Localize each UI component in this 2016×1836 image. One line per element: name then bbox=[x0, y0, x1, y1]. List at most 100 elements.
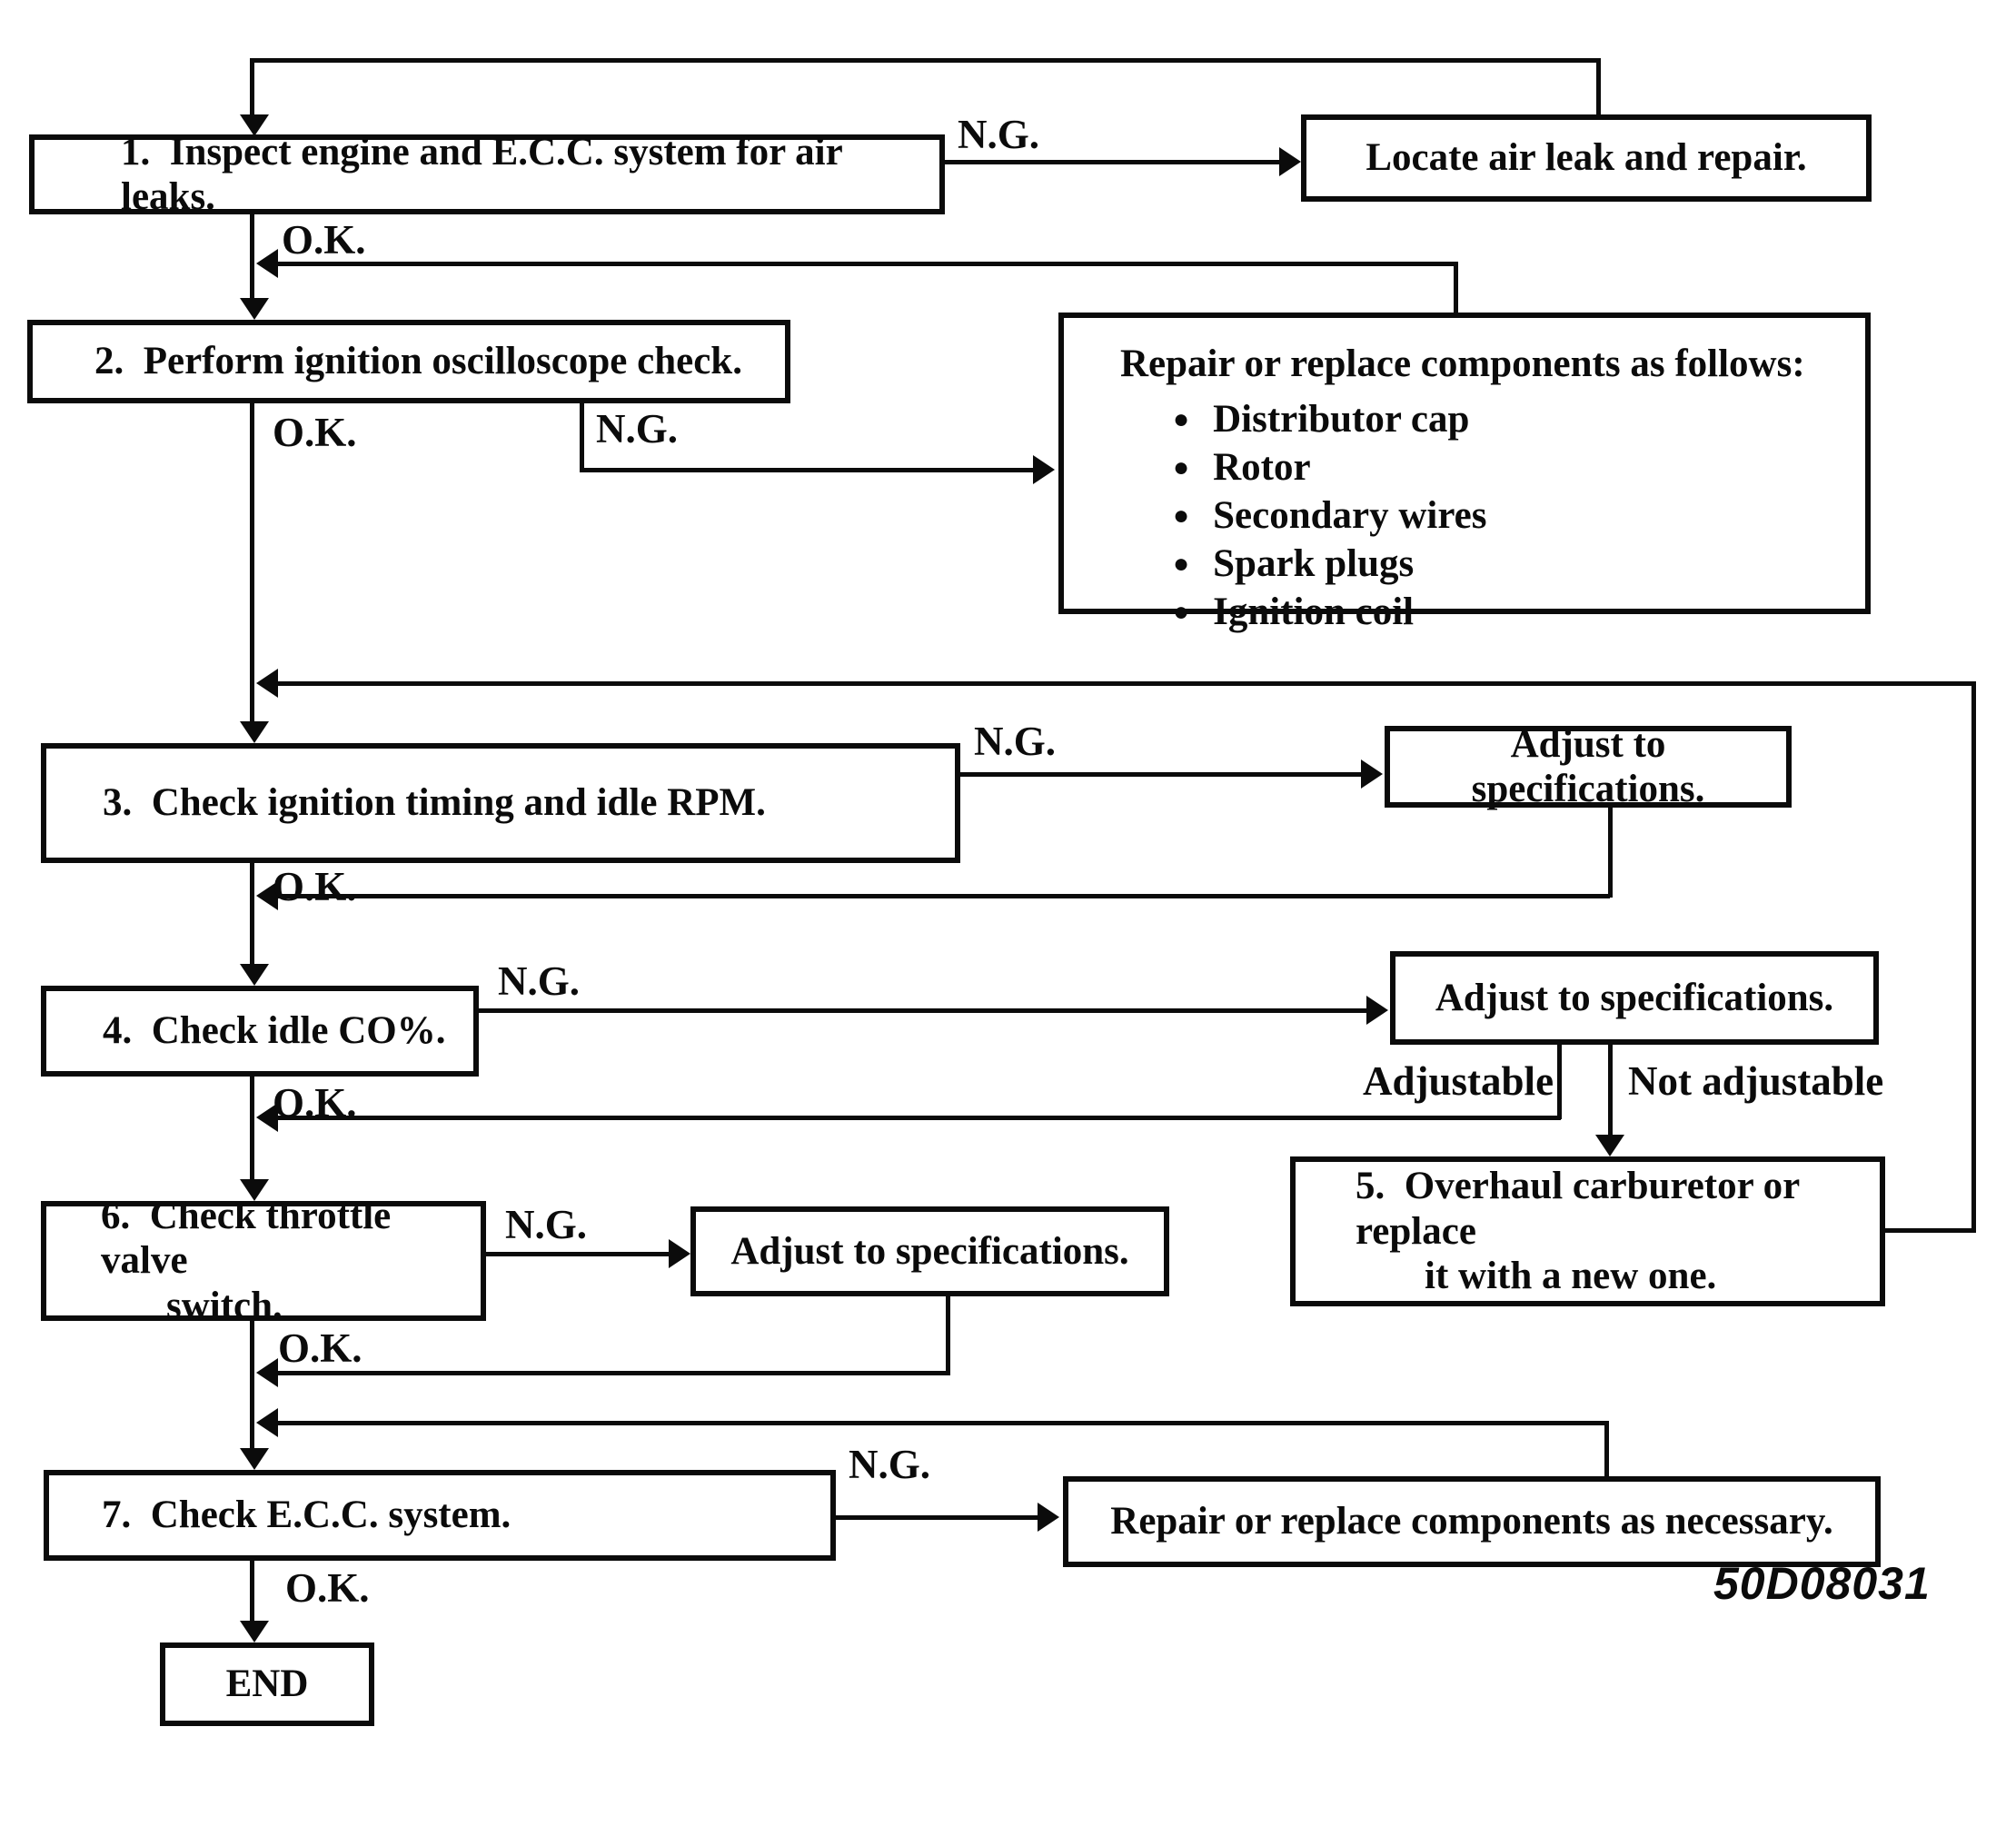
connector-line bbox=[836, 1515, 1041, 1520]
step-7-label: 7. Check E.C.C. system. bbox=[102, 1494, 511, 1537]
arrowhead-down bbox=[240, 721, 269, 743]
step-1-box: 1. Inspect engine and E.C.C. system for … bbox=[29, 131, 945, 218]
arrowhead-down bbox=[240, 964, 269, 986]
locate-air-leak-box: Locate air leak and repair. bbox=[1301, 114, 1872, 202]
bullet-icon: ● bbox=[1173, 548, 1190, 579]
adjust-spec-3-label: Adjust to specifications. bbox=[730, 1229, 1129, 1273]
arrowhead-right bbox=[1361, 759, 1383, 789]
step-6-label-line2: switch. bbox=[166, 1284, 283, 1327]
connector-line bbox=[250, 1077, 254, 1181]
connector-line bbox=[946, 1296, 950, 1375]
ok-label: O.K. bbox=[273, 410, 357, 455]
ok-label: O.K. bbox=[285, 1565, 370, 1611]
step-4-label: 4. Check idle CO%. bbox=[103, 1009, 446, 1053]
locate-air-leak-label: Locate air leak and repair. bbox=[1366, 136, 1807, 180]
repair-necessary-label: Repair or replace components as necessar… bbox=[1110, 1500, 1833, 1543]
arrowhead-down bbox=[240, 114, 269, 136]
adjust-spec-3-box: Adjust to specifications. bbox=[690, 1206, 1169, 1296]
ng-label: N.G. bbox=[958, 112, 1039, 157]
adjust-spec-2-label: Adjust to specifications. bbox=[1435, 976, 1834, 1019]
ok-label: O.K. bbox=[282, 217, 366, 263]
connector-line bbox=[250, 1321, 254, 1450]
step-5-label-line1: 5. Overhaul carburetor or replace bbox=[1356, 1165, 1810, 1253]
adjust-spec-2-box: Adjust to specifications. bbox=[1390, 951, 1879, 1045]
arrowhead-left bbox=[256, 881, 278, 910]
arrowhead-left bbox=[256, 1358, 278, 1387]
ng-label: N.G. bbox=[974, 719, 1056, 764]
not-adjustable-label: Not adjustable bbox=[1628, 1058, 1884, 1104]
connector-line bbox=[486, 1252, 670, 1256]
bullet-item: ● Ignition coil bbox=[1120, 588, 1847, 636]
connector-line bbox=[580, 468, 1034, 472]
arrowhead-right bbox=[669, 1239, 690, 1268]
connector-line bbox=[1608, 808, 1613, 898]
connector-line bbox=[263, 1371, 949, 1375]
ng-label: N.G. bbox=[596, 406, 678, 452]
connector-line bbox=[250, 58, 254, 120]
arrowhead-right bbox=[1366, 996, 1388, 1025]
step-6-box: 6. Check throttle valve switch. bbox=[41, 1195, 486, 1327]
connector-line bbox=[263, 894, 1610, 898]
arrowhead-left bbox=[256, 1103, 278, 1132]
connector-line bbox=[263, 1116, 1561, 1120]
arrowhead-right bbox=[1279, 147, 1301, 176]
arrowhead-down bbox=[240, 1179, 269, 1201]
connector-line bbox=[945, 160, 1283, 164]
bullet-label: Ignition coil bbox=[1213, 590, 1415, 634]
connector-line bbox=[1971, 681, 1976, 1233]
ng-label: N.G. bbox=[849, 1442, 930, 1487]
arrowhead-left bbox=[256, 249, 278, 278]
bullet-item: ● Secondary wires bbox=[1120, 491, 1847, 540]
end-label: END bbox=[225, 1662, 309, 1706]
arrowhead-left bbox=[256, 1408, 278, 1437]
connector-line bbox=[1885, 1228, 1975, 1233]
connector-line bbox=[1596, 58, 1601, 114]
adjust-spec-1-box: Adjust to specifications. bbox=[1385, 723, 1792, 810]
ng-label: N.G. bbox=[498, 958, 580, 1004]
connector-line bbox=[250, 1561, 254, 1623]
connector-line bbox=[1604, 1421, 1609, 1476]
arrowhead-down bbox=[1595, 1135, 1624, 1156]
connector-line bbox=[263, 262, 1455, 266]
step-2-box: 2. Perform ignition oscilloscope check. bbox=[27, 320, 790, 403]
arrowhead-down bbox=[240, 1448, 269, 1470]
step-1-label: 1. Inspect engine and E.C.C. system for … bbox=[121, 130, 852, 218]
repair-components-title: Repair or replace components as follows: bbox=[1120, 342, 1805, 385]
connector-line bbox=[250, 403, 254, 723]
step-5-box: 5. Overhaul carburetor or replace it wit… bbox=[1290, 1156, 1885, 1306]
arrowhead-down bbox=[240, 298, 269, 320]
connector-line bbox=[479, 1008, 1366, 1013]
arrowhead-left bbox=[256, 669, 278, 698]
connector-line bbox=[250, 214, 254, 302]
bullet-label: Distributor cap bbox=[1213, 398, 1470, 442]
bullet-icon: ● bbox=[1173, 596, 1190, 627]
connector-line bbox=[263, 1421, 1608, 1425]
bullet-item: ● Rotor bbox=[1120, 443, 1847, 491]
ok-label: O.K. bbox=[273, 1080, 357, 1126]
bullet-icon: ● bbox=[1173, 452, 1190, 482]
bullet-icon: ● bbox=[1173, 500, 1190, 531]
connector-line bbox=[1557, 1045, 1562, 1119]
connector-line bbox=[252, 58, 1601, 63]
bullet-label: Spark plugs bbox=[1213, 542, 1415, 586]
connector-line bbox=[960, 772, 1365, 777]
ok-label: O.K. bbox=[273, 864, 357, 909]
repair-necessary-box: Repair or replace components as necessar… bbox=[1063, 1476, 1881, 1567]
end-box: END bbox=[160, 1642, 374, 1726]
connector-line bbox=[263, 681, 1975, 686]
ok-label: O.K. bbox=[278, 1325, 362, 1371]
step-5-label-line2: it with a new one. bbox=[1425, 1255, 1717, 1298]
bullet-icon: ● bbox=[1173, 403, 1190, 434]
step-4-box: 4. Check idle CO%. bbox=[41, 986, 479, 1077]
bullet-label: Rotor bbox=[1213, 446, 1311, 490]
step-3-label: 3. Check ignition timing and idle RPM. bbox=[103, 781, 766, 825]
arrowhead-right bbox=[1033, 455, 1055, 484]
bullet-label: Secondary wires bbox=[1213, 494, 1487, 538]
ng-label: N.G. bbox=[505, 1202, 587, 1247]
adjust-spec-1-label: Adjust to specifications. bbox=[1471, 722, 1705, 810]
repair-components-box: Repair or replace components as follows:… bbox=[1058, 313, 1871, 633]
step-3-box: 3. Check ignition timing and idle RPM. bbox=[41, 743, 960, 863]
connector-line bbox=[250, 863, 254, 966]
connector-line bbox=[1454, 262, 1458, 313]
